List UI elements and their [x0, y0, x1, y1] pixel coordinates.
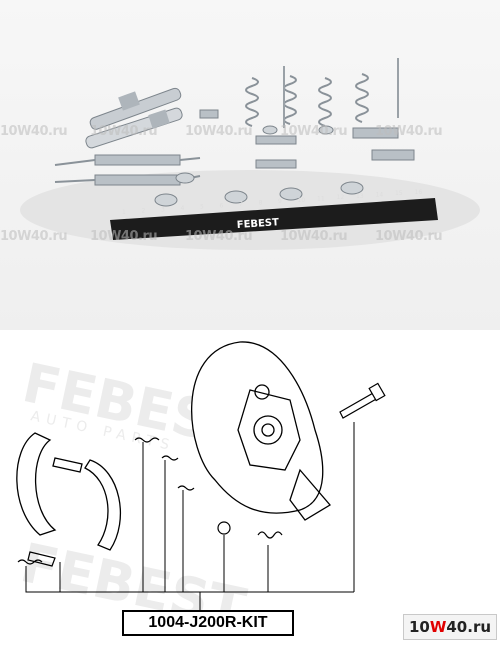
ruler-tick-label: 10	[298, 197, 306, 204]
watermark-text: 10W40.ru	[0, 124, 68, 139]
watermark-text: 10W40.ru	[280, 124, 348, 139]
ruler-tick-label: 11	[317, 196, 325, 203]
ruler-tick-label: 3	[161, 206, 165, 213]
ruler-tick-label: 4	[181, 205, 185, 212]
small-springs	[17, 437, 283, 567]
backing-plate	[191, 341, 331, 521]
ruler-tick-label: 1	[122, 209, 126, 216]
adjuster-pins	[85, 87, 183, 149]
watermark-text: 10W40.ru	[90, 124, 158, 139]
ruler-tick-label: 8	[259, 200, 263, 207]
watermark-text: 10W40.ru	[185, 229, 253, 244]
ruler-tick-label: 16	[415, 189, 423, 196]
ruler-tick-label: 5	[200, 204, 204, 211]
ruler-brand-text: FEBEST	[236, 217, 279, 231]
coil-springs-horizontal	[54, 109, 415, 186]
ruler-tick-label: 7	[239, 201, 243, 208]
ruler-tick-label: 14	[376, 191, 384, 198]
diagram-drawing: FEBEST FEBEST AUTO PARTS	[15, 341, 386, 640]
ruler-tick-label: 13	[356, 193, 364, 200]
watermark-text: 10W40.ru	[375, 124, 443, 139]
watermark-text: 10W40.ru	[90, 229, 158, 244]
ruler-tick-label: 15	[395, 190, 403, 197]
ruler-tick-label: 12	[337, 194, 345, 201]
watermark-text: 10W40.ru	[375, 229, 443, 244]
ruler-tick-label: 6	[220, 202, 224, 209]
brake-shoes	[16, 432, 122, 551]
ruler-tick-label: 9	[278, 198, 282, 205]
bolt	[339, 382, 386, 419]
site-logo-pre: 10	[408, 618, 430, 636]
washers	[154, 125, 364, 207]
watermark-text: 10W40.ru	[280, 229, 348, 244]
coil-springs-vertical	[245, 58, 399, 128]
exploded-diagram: FEBEST FEBEST AUTO PARTS	[0, 330, 500, 646]
site-logo-w: W	[429, 618, 447, 636]
leader-lines	[25, 422, 355, 610]
ruler: FEBEST	[110, 198, 438, 240]
site-logo-post: 40.ru	[446, 618, 492, 636]
watermark-text: 10W40.ru	[0, 229, 68, 244]
watermark-text: 10W40.ru	[185, 124, 253, 139]
site-logo-badge: 10W40.ru	[403, 614, 497, 640]
ruler-tick-label: 2	[142, 208, 146, 215]
part-number-label: 1004-J200R-KIT	[122, 610, 294, 636]
